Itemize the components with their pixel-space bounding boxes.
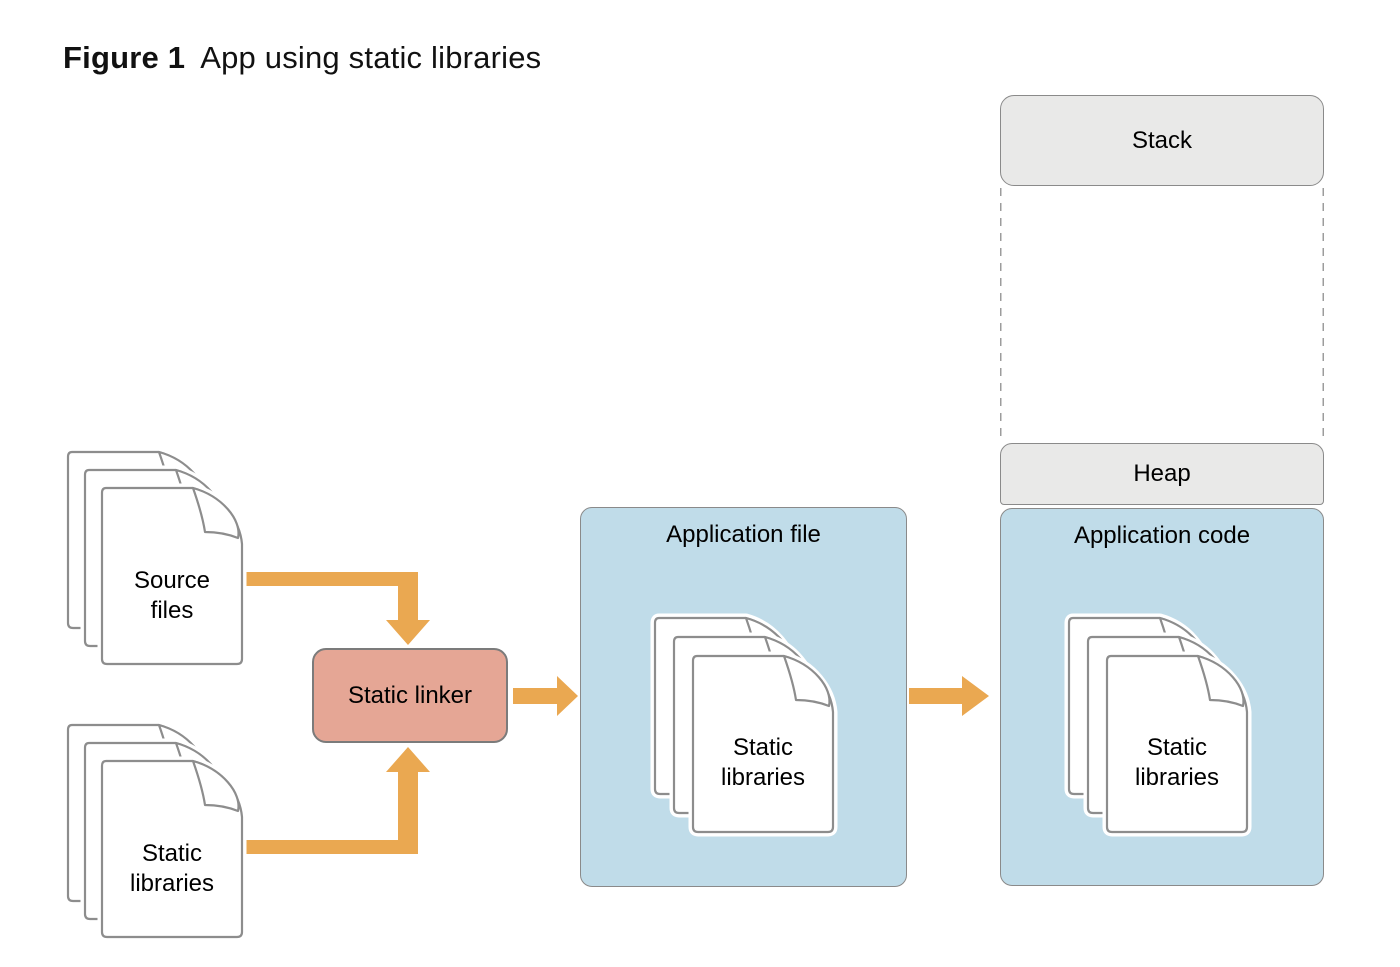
app-file-docs-label: Static libraries	[720, 734, 806, 791]
static-libraries-label: Static libraries	[129, 840, 215, 897]
static-libraries-stack-icon	[68, 725, 242, 937]
heap-label: Heap	[1133, 460, 1191, 487]
application-file-box: Application file	[580, 507, 907, 887]
static-linker-label: Static linker	[347, 681, 473, 709]
arrow-source-to-linker-icon	[245, 572, 430, 645]
stack-box: Stack	[1000, 95, 1324, 186]
app-code-docs-label: Static libraries	[1134, 734, 1220, 791]
source-files-stack-icon	[68, 452, 242, 664]
arrow-app-file-to-app-code-icon	[909, 676, 989, 716]
arrow-linker-to-app-file-icon	[513, 676, 578, 716]
figure-title: Figure 1 App using static libraries	[63, 40, 541, 76]
heap-box: Heap	[1000, 443, 1324, 505]
application-file-title: Application file	[666, 521, 821, 548]
stack-label: Stack	[1131, 126, 1193, 154]
figure-caption: App using static libraries	[200, 40, 542, 75]
arrow-libraries-to-linker-icon	[245, 747, 430, 854]
application-code-box: Application code	[1000, 508, 1324, 886]
source-files-label: Source files	[133, 567, 211, 624]
application-code-title: Application code	[1073, 522, 1251, 549]
static-linker-box: Static linker	[312, 648, 508, 743]
figure-number: Figure 1	[63, 40, 186, 75]
